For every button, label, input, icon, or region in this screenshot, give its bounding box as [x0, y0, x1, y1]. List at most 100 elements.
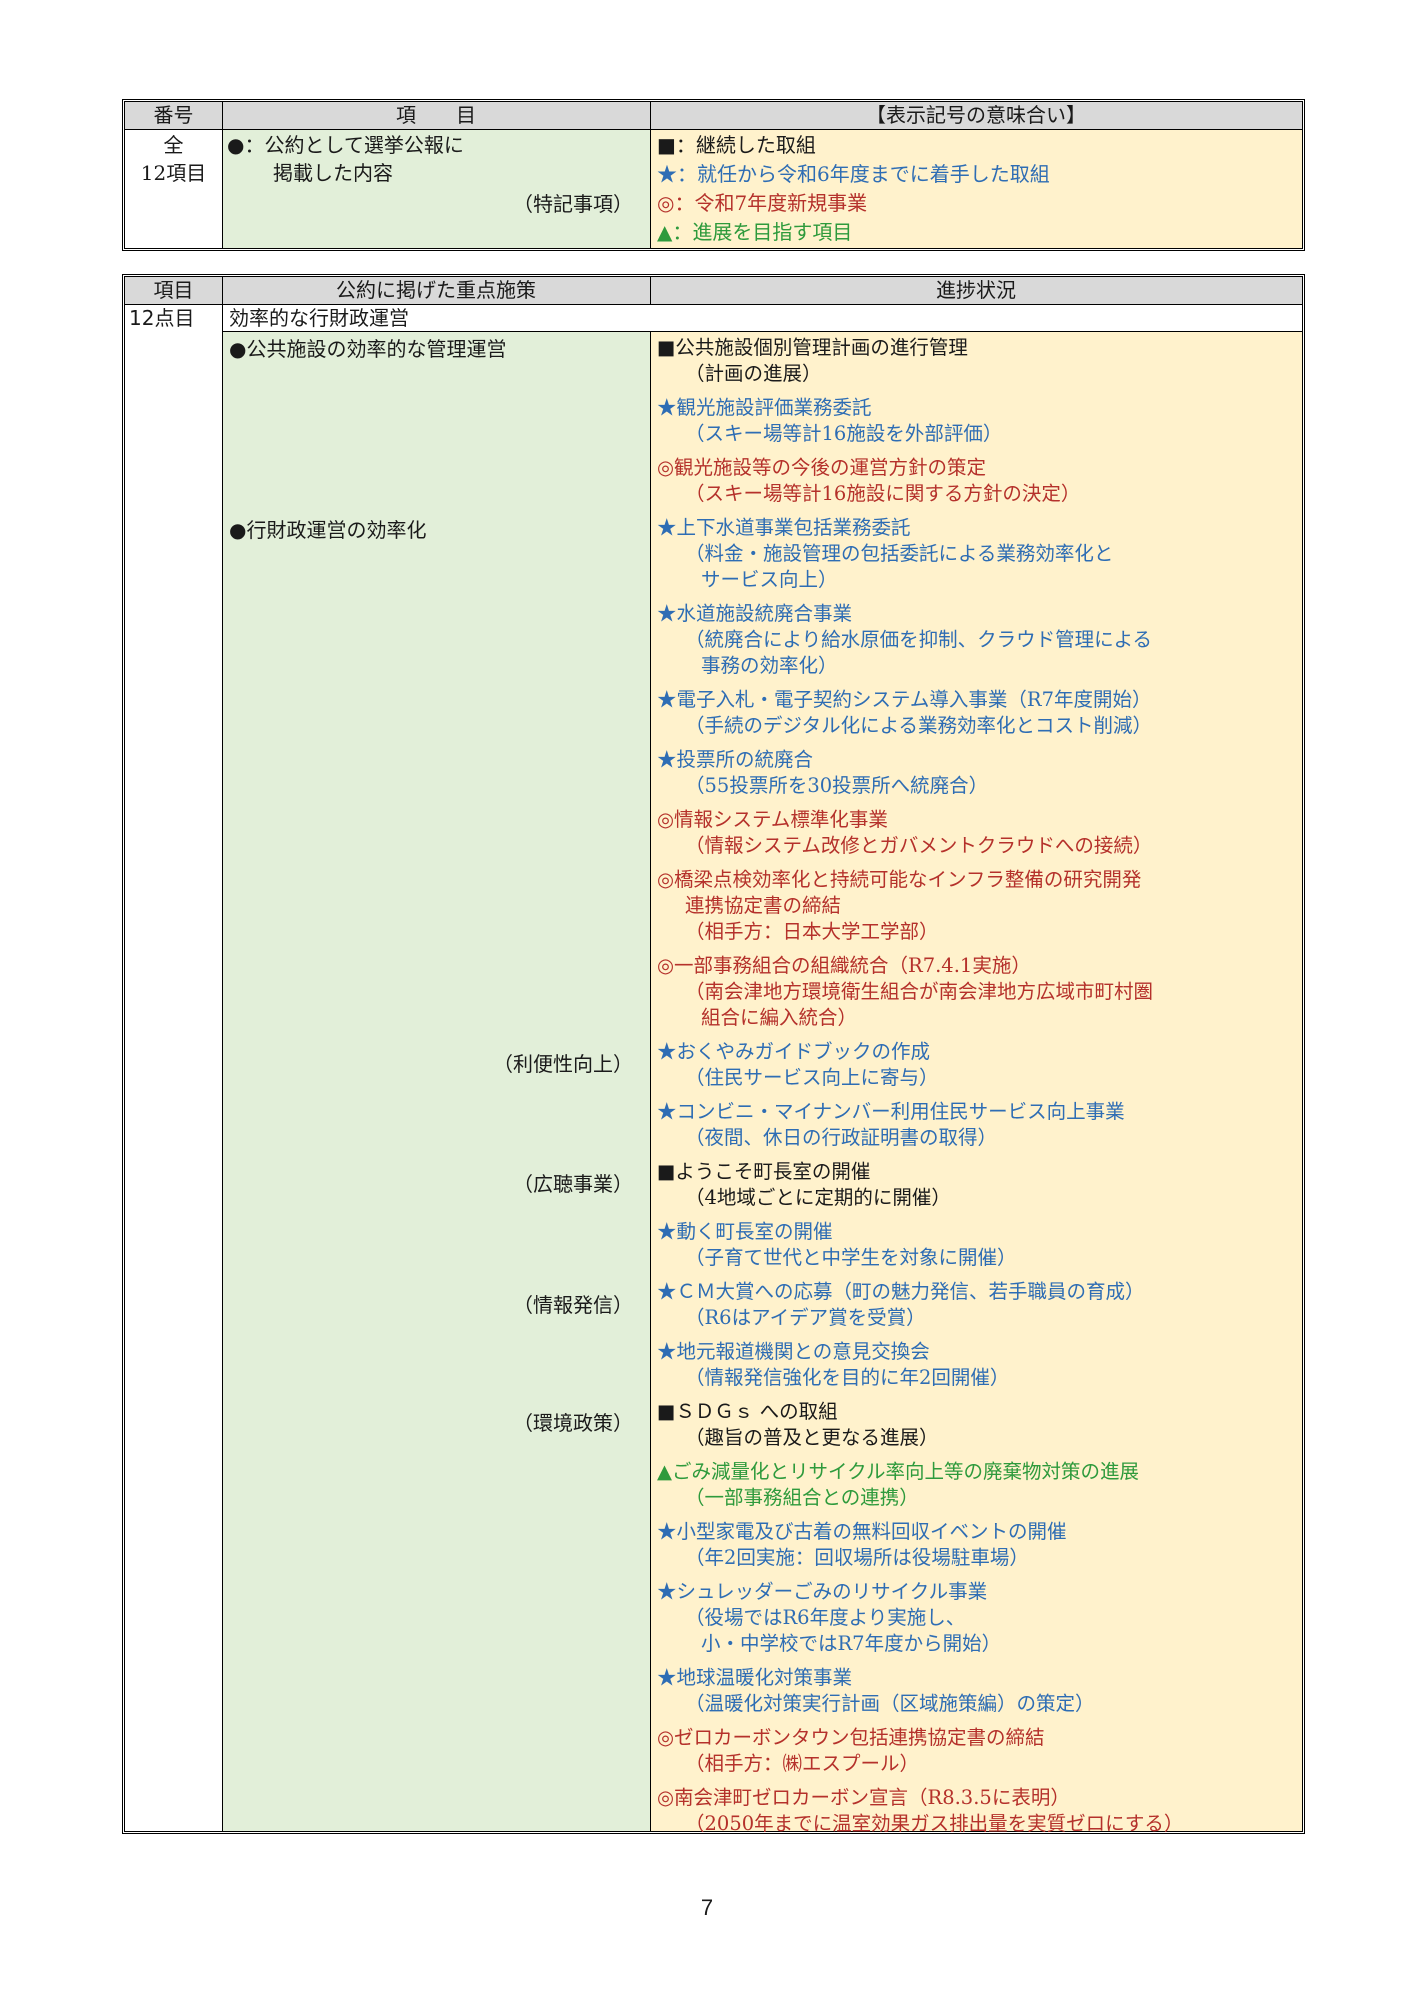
progress-title: ★シュレッダーごみのリサイクル事業: [657, 1580, 988, 1603]
legend-meaning-cell: [650, 129, 1302, 248]
progress-entry: ★動く町長室の開催 （子育て世代と中学生を対象に開催）: [657, 1219, 1298, 1271]
progress-detail: （55投票所を30投票所へ統廃合）: [685, 774, 989, 797]
progress-detail: （統廃合により給水原価を抑制、クラウド管理による: [685, 628, 1153, 651]
legend-table: 番号 項 目 【表示記号の意味合い】 全 12項目 ●：公約として選挙公報に 掲…: [122, 99, 1305, 251]
progress-detail: （夜間、休日の行政証明書の取得）: [685, 1126, 998, 1149]
progress-detail: （相手方：㈱エスプール）: [685, 1752, 920, 1775]
progress-entry: ★おくやみガイドブックの作成 （住民サービス向上に寄与）: [657, 1039, 1298, 1091]
policy-information: （情報発信）: [513, 1293, 633, 1317]
legend-item-cell: [222, 129, 650, 248]
progress-entry: ★シュレッダーごみのリサイクル事業 （役場ではR6年度より実施し、小・中学校ではR…: [657, 1579, 1298, 1657]
progress-detail: （スキー場等計16施設を外部評価）: [685, 422, 1003, 445]
progress-entry: ◎観光施設等の今後の運営方針の策定 （スキー場等計16施設に関する方針の決定）: [657, 455, 1298, 507]
legend-meaning-started: ★：就任から令和6年度までに着手した取組: [657, 162, 1050, 186]
legend-meaning-progress: ▲：進展を目指す項目: [657, 220, 853, 244]
item-title: 効率的な行財政運営: [229, 306, 409, 330]
progress-title: ★投票所の統廃合: [657, 748, 814, 771]
policy-environment: （環境政策）: [513, 1411, 633, 1435]
progress-entry: ★上下水道事業包括業務委託 （料金・施設管理の包括委託による業務効率化とサービス向…: [657, 515, 1298, 593]
progress-entry: ■ようこそ町長室の開催 （4地域ごとに定期的に開催）: [657, 1159, 1298, 1211]
progress-entry: ★小型家電及び古着の無料回収イベントの開催 （年2回実施：回収場所は役場駐車場）: [657, 1519, 1298, 1571]
legend-header-item: 項 目: [222, 102, 650, 129]
progress-detail: 組合に編入統合）: [701, 1006, 858, 1029]
policy-convenience: （利便性向上）: [493, 1052, 633, 1076]
progress-entry: ★観光施設評価業務委託 （スキー場等計16施設を外部評価）: [657, 395, 1298, 447]
progress-detail: （手続のデジタル化による業務効率化とコスト削減）: [685, 714, 1153, 737]
progress-detail: （住民サービス向上に寄与）: [685, 1066, 939, 1089]
policy-admin-efficiency: ●行財政運営の効率化: [229, 518, 427, 542]
progress-detail: サービス向上）: [701, 568, 838, 591]
progress-detail: （一部事務組合との連携）: [685, 1486, 919, 1509]
main-header-policy: 公約に掲げた重点施策: [222, 277, 650, 304]
progress-column: [650, 331, 1302, 1831]
progress-detail: （相手方：日本大学工学部）: [685, 920, 939, 943]
progress-entry: ★電子入札・電子契約システム導入事業（R7年度開始） （手続のデジタル化による業務…: [657, 687, 1298, 739]
progress-detail: （料金・施設管理の包括委託による業務効率化と: [685, 542, 1114, 565]
progress-detail: （スキー場等計16施設に関する方針の決定）: [685, 482, 1081, 505]
main-header-item: 項目: [125, 277, 222, 304]
progress-entry: ★地元報道機関との意見交換会 （情報発信強化を目的に年2回開催）: [657, 1339, 1298, 1391]
legend-item-line: ●：公約として選挙公報に: [227, 133, 464, 157]
legend-header-number: 番号: [125, 102, 222, 129]
progress-title: ★地球温暖化対策事業: [657, 1666, 853, 1689]
policy-column: [222, 331, 650, 1831]
progress-title: ★電子入札・電子契約システム導入事業（R7年度開始）: [657, 688, 1152, 711]
progress-title: ◎一部事務組合の組織統合（R7.4.1実施）: [657, 954, 1031, 977]
progress-title: ◎ゼロカーボンタウン包括連携協定書の締結: [657, 1726, 1045, 1749]
progress-detail: （情報システム改修とガバメントクラウドへの接続）: [685, 834, 1153, 857]
progress-entry: ◎南会津町ゼロカーボン宣言（R8.3.5に表明） （2050年までに温室効果ガス排…: [657, 1785, 1298, 1837]
progress-detail: （子育て世代と中学生を対象に開催）: [685, 1246, 1017, 1269]
main-header-progress: 進捗状況: [650, 277, 1302, 304]
progress-detail: （R6はアイデア賞を受賞）: [685, 1306, 926, 1329]
progress-title: ★小型家電及び古着の無料回収イベントの開催: [657, 1520, 1067, 1543]
progress-detail: （南会津地方環境衛生組合が南会津地方広域市町村圏: [685, 980, 1154, 1003]
progress-title: ★水道施設統廃合事業: [657, 602, 853, 625]
legend-meaning-new: ◎：令和7年度新規事業: [657, 191, 868, 215]
progress-entry: ◎ゼロカーボンタウン包括連携協定書の締結 （相手方：㈱エスプール）: [657, 1725, 1298, 1777]
progress-title: ★ＣＭ大賞への応募（町の魅力発信、若手職員の育成）: [657, 1280, 1145, 1303]
progress-title: ■公共施設個別管理計画の進行管理: [657, 336, 968, 359]
progress-entry: ★地球温暖化対策事業 （温暖化対策実行計画（区域施策編）の策定）: [657, 1665, 1298, 1717]
progress-list: ■公共施設個別管理計画の進行管理 （計画の進展） ★観光施設評価業務委託 （スキー場等…: [657, 335, 1298, 1845]
progress-title: ◎南会津町ゼロカーボン宣言（R8.3.5に表明）: [657, 1786, 1070, 1809]
progress-detail: （4地域ごとに定期的に開催）: [685, 1186, 951, 1209]
progress-title: ■ＳＤＧｓ への取組: [657, 1400, 838, 1423]
progress-entry: ◎一部事務組合の組織統合（R7.4.1実施） （南会津地方環境衛生組合が南会津地方…: [657, 953, 1298, 1031]
progress-entry: ▲ごみ減量化とリサイクル率向上等の廃棄物対策の進展 （一部事務組合との連携）: [657, 1459, 1298, 1511]
policy-progress-table: 項目 公約に掲げた重点施策 進捗状況 12点目 効率的な行財政運営 ●公共施設の…: [122, 274, 1305, 1835]
page-number: 7: [700, 1895, 714, 1920]
progress-title: ★おくやみガイドブックの作成: [657, 1040, 931, 1063]
progress-title: ★地元報道機関との意見交換会: [657, 1340, 930, 1363]
progress-detail: 事務の効率化）: [701, 654, 838, 677]
progress-title: ◎橋梁点検効率化と持続可能なインフラ整備の研究開発: [657, 868, 1142, 891]
progress-title: ■ようこそ町長室の開催: [657, 1160, 871, 1183]
progress-title: ▲ごみ減量化とリサイクル率向上等の廃棄物対策の進展: [657, 1460, 1140, 1483]
progress-title: ◎観光施設等の今後の運営方針の策定: [657, 456, 987, 479]
progress-title: ★上下水道事業包括業務委託: [657, 516, 911, 539]
progress-entry: ★投票所の統廃合 （55投票所を30投票所へ統廃合）: [657, 747, 1298, 799]
progress-title: ★コンビニ・マイナンバー利用住民サービス向上事業: [657, 1100, 1125, 1123]
progress-entry: ★水道施設統廃合事業 （統廃合により給水原価を抑制、クラウド管理による事務の効率化…: [657, 601, 1298, 679]
progress-entry: ■ＳＤＧｓ への取組 （趣旨の普及と更なる進展）: [657, 1399, 1298, 1451]
policy-public-hearing: （広聴事業）: [513, 1172, 633, 1196]
progress-detail: （役場ではR6年度より実施し、: [685, 1606, 966, 1629]
progress-detail: 小・中学校ではR7年度から開始）: [701, 1632, 1002, 1655]
progress-detail: （温暖化対策実行計画（区域施策編）の策定）: [685, 1692, 1095, 1715]
progress-title: ★観光施設評価業務委託: [657, 396, 872, 419]
progress-detail: （趣旨の普及と更なる進展）: [685, 1426, 939, 1449]
progress-title: ◎情報システム標準化事業: [657, 808, 888, 831]
progress-entry: ◎情報システム標準化事業 （情報システム改修とガバメントクラウドへの接続）: [657, 807, 1298, 859]
legend-meaning-continued: ■：継続した取組: [657, 133, 816, 157]
progress-title: ★動く町長室の開催: [657, 1220, 833, 1243]
progress-detail: （年2回実施：回収場所は役場駐車場）: [685, 1546, 1029, 1569]
progress-detail: （計画の進展）: [685, 362, 822, 385]
progress-entry: ■公共施設個別管理計画の進行管理 （計画の進展）: [657, 335, 1298, 387]
progress-detail: （2050年までに温室効果ガス排出量を実質ゼロにする）: [685, 1812, 1184, 1835]
progress-entry: ★ＣＭ大賞への応募（町の魅力発信、若手職員の育成） （R6はアイデア賞を受賞）: [657, 1279, 1298, 1331]
progress-entry: ◎橋梁点検効率化と持続可能なインフラ整備の研究開発連携協定書の締結（相手方：日本…: [657, 867, 1298, 945]
legend-number-count: 12項目: [140, 161, 207, 185]
legend-item-note: （特記事項）: [513, 192, 633, 216]
legend-item-line: 掲載した内容: [273, 161, 393, 185]
legend-number-all: 全: [163, 133, 184, 157]
progress-detail: （情報発信強化を目的に年2回開催）: [685, 1366, 1010, 1389]
